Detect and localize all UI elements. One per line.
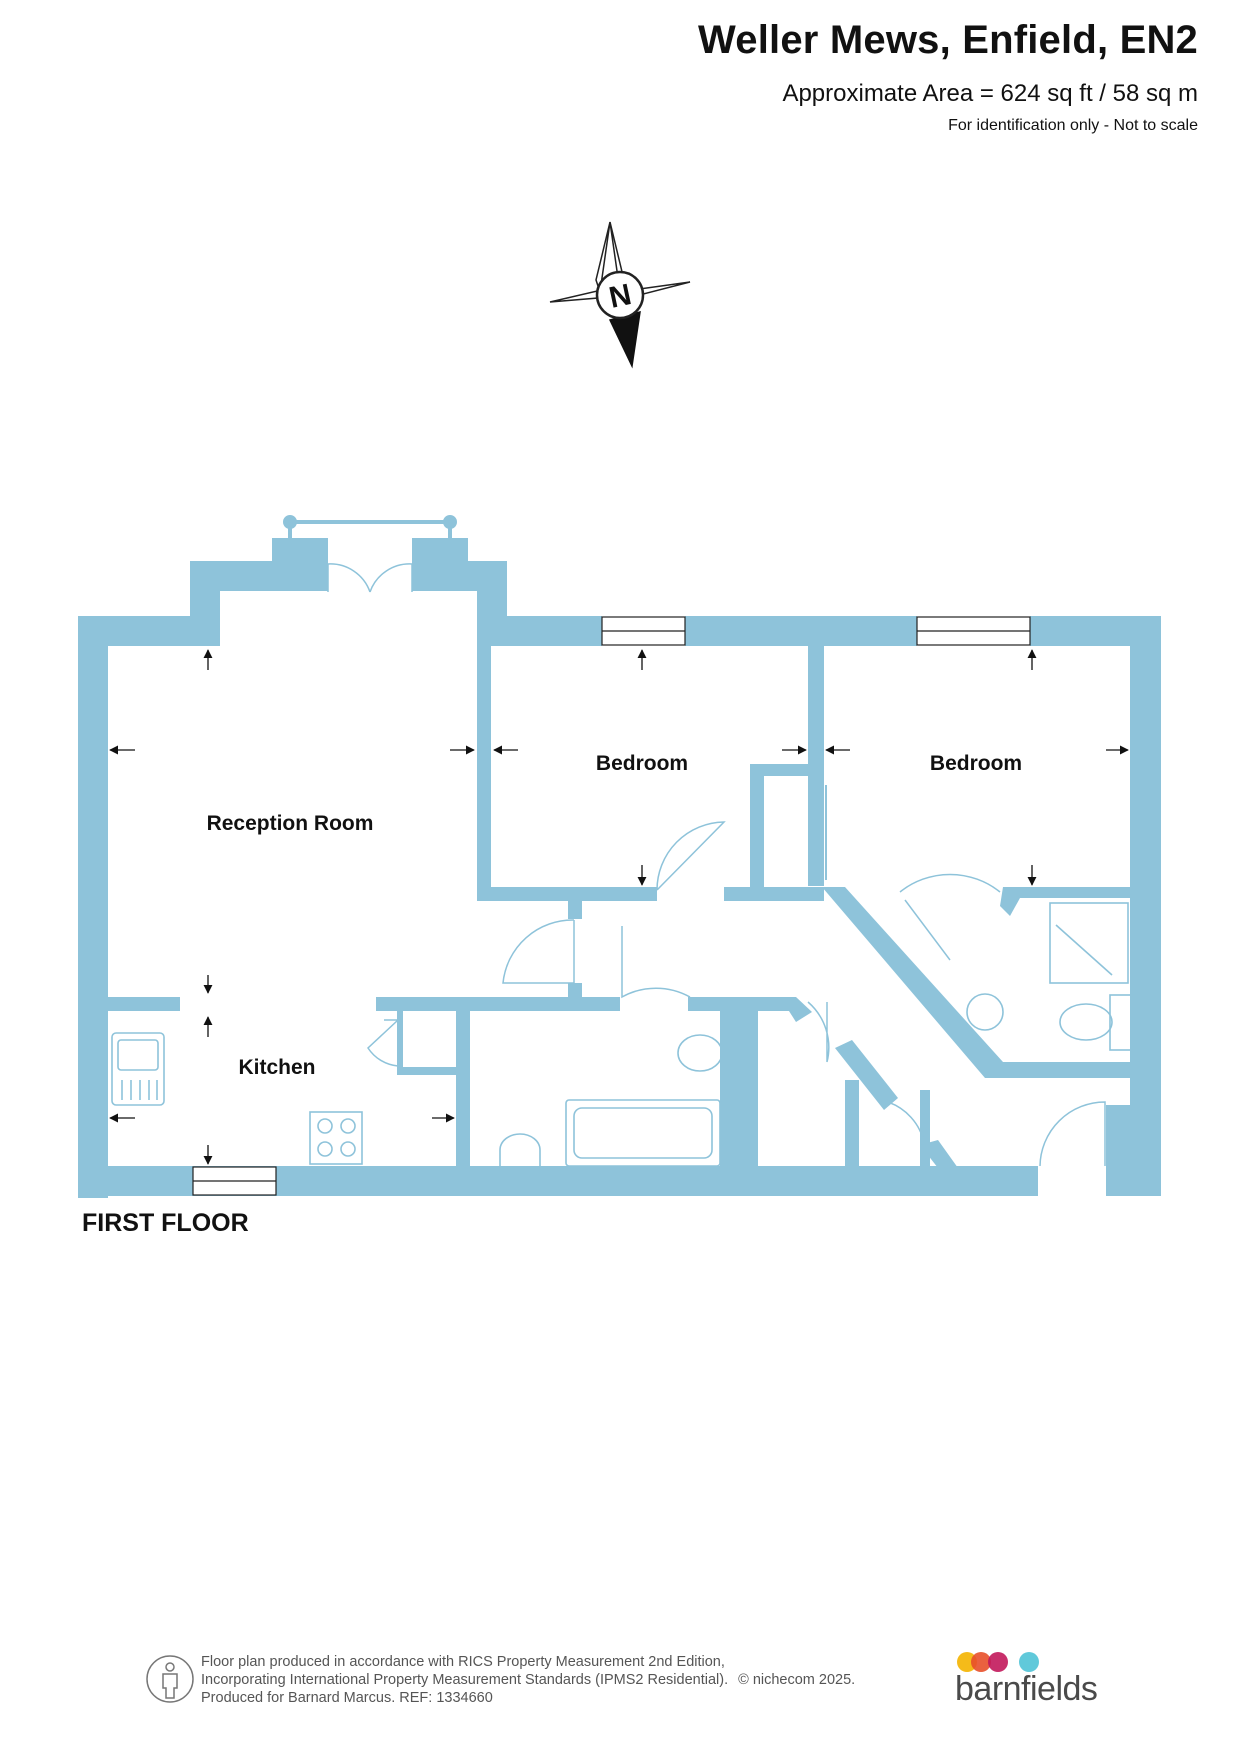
- footer-line-2: Incorporating International Property Mea…: [201, 1672, 856, 1688]
- footer-copyright: © nichecom 2025.: [738, 1672, 856, 1688]
- walls: [78, 538, 1161, 1198]
- windows: [192, 616, 1031, 1196]
- door-swings: [327, 563, 1106, 1167]
- room-label-bedroom-2: Bedroom: [930, 752, 1022, 775]
- floor-label: FIRST FLOOR: [82, 1209, 249, 1237]
- footer-line-1: Floor plan produced in accordance with R…: [201, 1654, 725, 1670]
- approximate-area: Approximate Area = 624 sq ft / 58 sq m: [782, 80, 1198, 107]
- room-label-reception: Reception Room: [207, 812, 374, 835]
- person-info-icon: [146, 1655, 194, 1703]
- footer-disclaimer: Floor plan produced in accordance with R…: [201, 1653, 855, 1707]
- dimension-arrows: [109, 649, 1129, 1165]
- brand-logo-text: barnfields: [955, 1670, 1098, 1708]
- scale-note: For identification only - Not to scale: [948, 117, 1198, 134]
- compass-icon: N: [549, 221, 691, 369]
- brand-logo-dots: [957, 1652, 1039, 1672]
- footer-line-3: Produced for Barnard Marcus. REF: 133466…: [201, 1690, 493, 1706]
- room-label-kitchen: Kitchen: [238, 1056, 315, 1079]
- room-label-bedroom-1: Bedroom: [596, 752, 688, 775]
- property-title: Weller Mews, Enfield, EN2: [698, 18, 1198, 62]
- fixtures: [111, 902, 1133, 1167]
- balcony-rail: [283, 515, 457, 540]
